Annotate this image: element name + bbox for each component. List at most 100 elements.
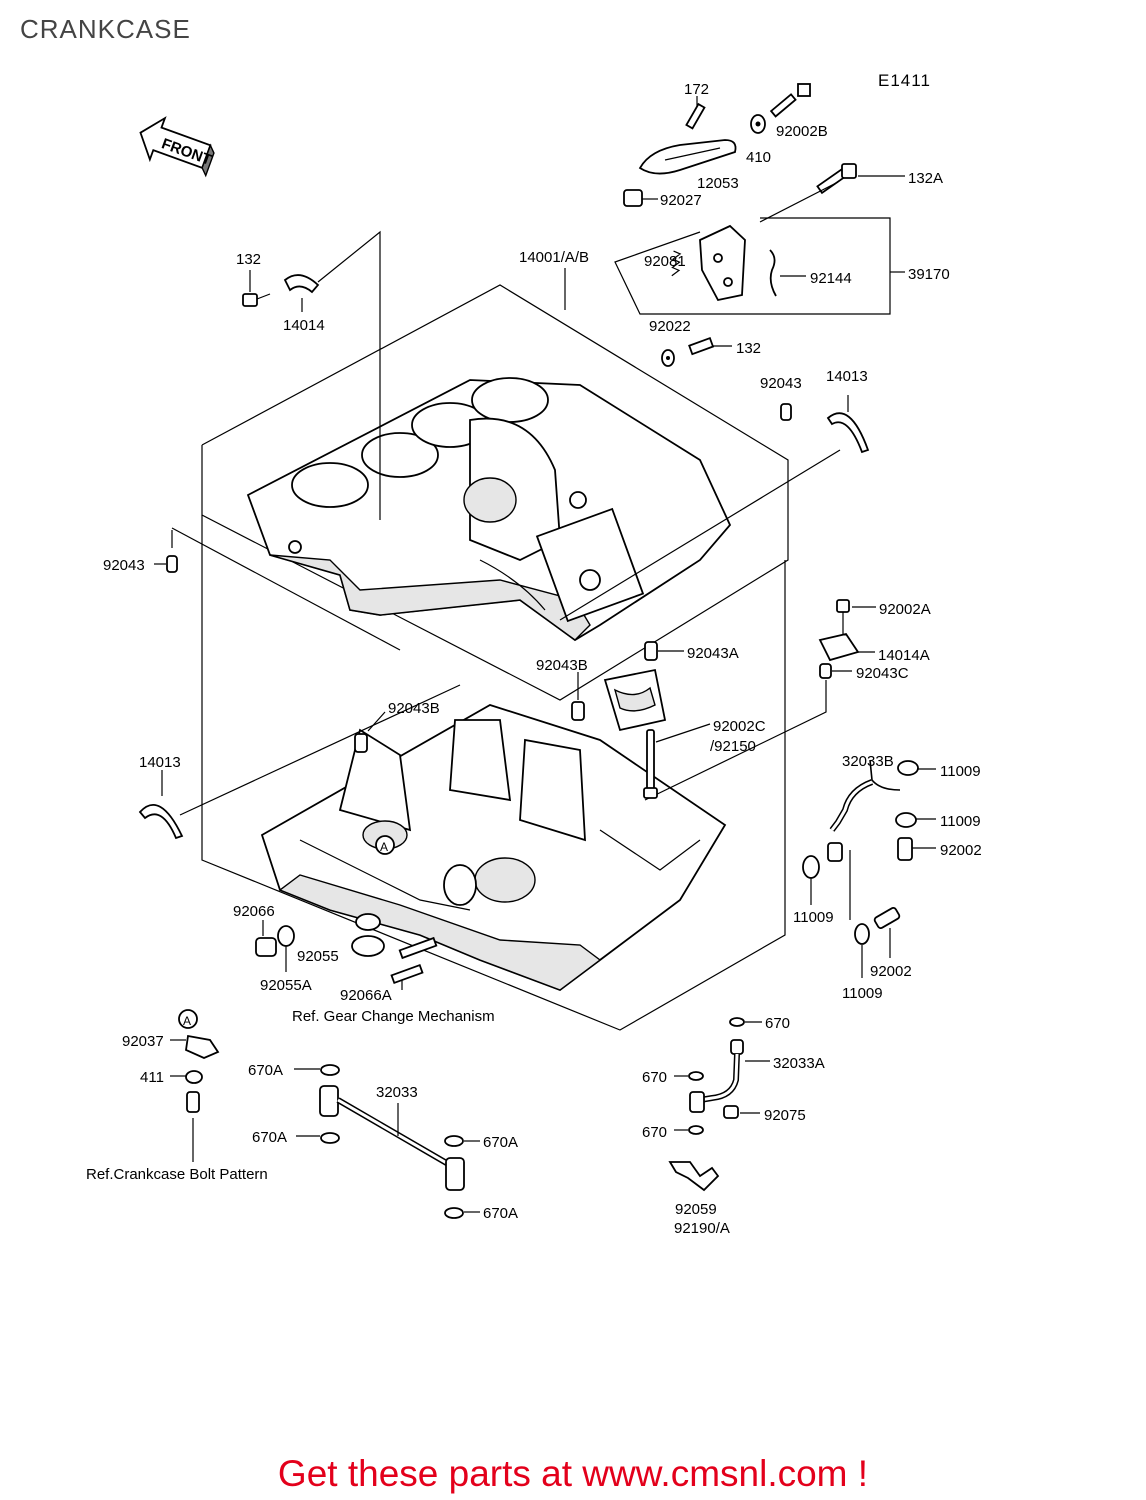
part-92075: 92075 xyxy=(723,1105,806,1124)
ref-gear-change: Ref. Gear Change Mechanism xyxy=(292,1008,495,1025)
label-39170: 39170 xyxy=(908,266,950,283)
label-14013-top: 14013 xyxy=(826,368,868,385)
label-92022: 92022 xyxy=(649,318,691,335)
label-14001AB: 14001/A/B xyxy=(519,249,589,266)
part-14013-top: 14013 xyxy=(559,368,870,621)
label-92144: 92144 xyxy=(810,270,852,287)
part-670-2: 670 xyxy=(642,1069,704,1086)
part-172: 172 xyxy=(684,81,709,130)
label-92066: 92066 xyxy=(233,903,275,920)
label-670-2: 670 xyxy=(642,1069,667,1086)
callout-a-lower: A xyxy=(380,840,388,854)
label-92150: /92150 xyxy=(710,738,756,755)
bearing-cap xyxy=(603,668,667,732)
part-670A-2: 670A xyxy=(252,1129,340,1146)
part-92037: 92037 xyxy=(122,1033,220,1059)
label-92002-1: 92002 xyxy=(940,842,982,859)
label-92043C: 92043C xyxy=(856,665,909,682)
label-12053: 12053 xyxy=(697,175,739,192)
part-14014A: 14014A xyxy=(818,632,930,664)
part-32033A: 32033A xyxy=(689,1039,825,1113)
label-132A: 132A xyxy=(908,170,943,187)
tensioner-body xyxy=(699,224,746,302)
label-92075: 92075 xyxy=(764,1107,806,1124)
part-14013-left: 14013 xyxy=(138,684,461,840)
label-92043-top: 92043 xyxy=(760,375,802,392)
label-32033A: 32033A xyxy=(773,1055,825,1072)
label-410: 410 xyxy=(746,149,771,166)
part-670-1: 670 xyxy=(729,1015,790,1032)
label-670-3: 670 xyxy=(642,1124,667,1141)
label-411: 411 xyxy=(140,1069,164,1086)
label-92190A: 92190/A xyxy=(674,1220,730,1237)
part-92043A: 92043A xyxy=(644,641,739,662)
part-32033: 32033 xyxy=(319,1084,465,1191)
part-670-3: 670 xyxy=(642,1124,704,1141)
part-92066: 92066 xyxy=(233,903,277,957)
label-132-top: 132 xyxy=(236,251,261,268)
part-92002-2: 92002 xyxy=(870,907,912,980)
label-92002B: 92002B xyxy=(776,123,828,140)
label-92081: 92081 xyxy=(644,253,686,270)
part-670A-1: 670A xyxy=(248,1062,340,1079)
part-12053: 12053 xyxy=(638,139,739,192)
part-92055: 92055 xyxy=(297,913,385,965)
label-11009-3: 11009 xyxy=(793,909,834,926)
part-14014: 14014 xyxy=(283,230,381,520)
part-132-mid: 132 xyxy=(688,336,761,357)
label-14014A: 14014A xyxy=(878,647,930,664)
part-92043-top: 92043 xyxy=(760,375,802,421)
label-group-14001: 14001/A/B xyxy=(519,249,589,310)
part-92043B-1: 92043B xyxy=(536,657,588,721)
svg-text:A: A xyxy=(183,1014,191,1028)
part-11009-4: 11009 xyxy=(842,923,883,1002)
promo-banner[interactable]: Get these parts at www.cmsnl.com ! xyxy=(0,1453,1146,1495)
part-92144: 92144 xyxy=(769,249,852,297)
part-92002-1: 92002 xyxy=(897,837,982,861)
label-92059: 92059 xyxy=(675,1201,717,1218)
label-132-mid: 132 xyxy=(736,340,761,357)
label-11009-2: 11009 xyxy=(940,813,981,830)
diagram-code: E1411 xyxy=(878,71,931,90)
part-92081: 92081 xyxy=(644,250,686,277)
front-arrow-icon: FRONT xyxy=(139,116,215,178)
part-crankcase-bolt xyxy=(186,1091,200,1162)
label-92066A: 92066A xyxy=(340,987,392,1004)
label-92055: 92055 xyxy=(297,948,339,965)
part-411: 411 xyxy=(140,1069,203,1086)
label-670A-4: 670A xyxy=(483,1205,518,1222)
part-92002C: 92002C /92150 xyxy=(643,718,766,799)
label-92055A: 92055A xyxy=(260,977,312,994)
part-670A-3: 670A xyxy=(444,1134,518,1151)
promo-link[interactable]: Get these parts at www.cmsnl.com ! xyxy=(277,1453,869,1494)
label-92043B-1: 92043B xyxy=(536,657,588,674)
ref-bolt-pattern: Ref.Crankcase Bolt Pattern xyxy=(86,1166,268,1183)
part-92055A: 92055A xyxy=(260,925,312,994)
page-title: CRANKCASE xyxy=(20,14,191,44)
upper-crankcase xyxy=(246,377,732,642)
part-32033B: 32033B xyxy=(827,753,901,920)
part-92022: 92022 xyxy=(649,318,691,367)
part-92043C: 92043C xyxy=(644,663,909,801)
label-92002A: 92002A xyxy=(879,601,931,618)
part-11009-3: 11009 xyxy=(793,855,834,926)
part-132-top: 132 xyxy=(236,251,271,307)
label-92002-2: 92002 xyxy=(870,963,912,980)
label-11009-1: 11009 xyxy=(940,763,981,780)
label-14013-left: 14013 xyxy=(139,754,181,771)
upper-crankcase-frame xyxy=(201,284,789,1031)
label-670-1: 670 xyxy=(765,1015,790,1032)
label-670A-3: 670A xyxy=(483,1134,518,1151)
label-92037: 92037 xyxy=(122,1033,164,1050)
label-670A-1: 670A xyxy=(248,1062,283,1079)
part-92066A: 92066A xyxy=(340,936,438,1004)
label-11009-4: 11009 xyxy=(842,985,883,1002)
part-132A: 132A xyxy=(759,163,943,223)
part-11009-2: 11009 xyxy=(895,812,981,830)
part-92027: 92027 xyxy=(623,189,702,209)
part-410: 410 xyxy=(746,114,771,166)
label-32033B: 32033B xyxy=(842,753,894,770)
part-39170-frame: 39170 xyxy=(614,217,950,315)
label-670A-2: 670A xyxy=(252,1129,287,1146)
label-92043-left: 92043 xyxy=(103,557,145,574)
